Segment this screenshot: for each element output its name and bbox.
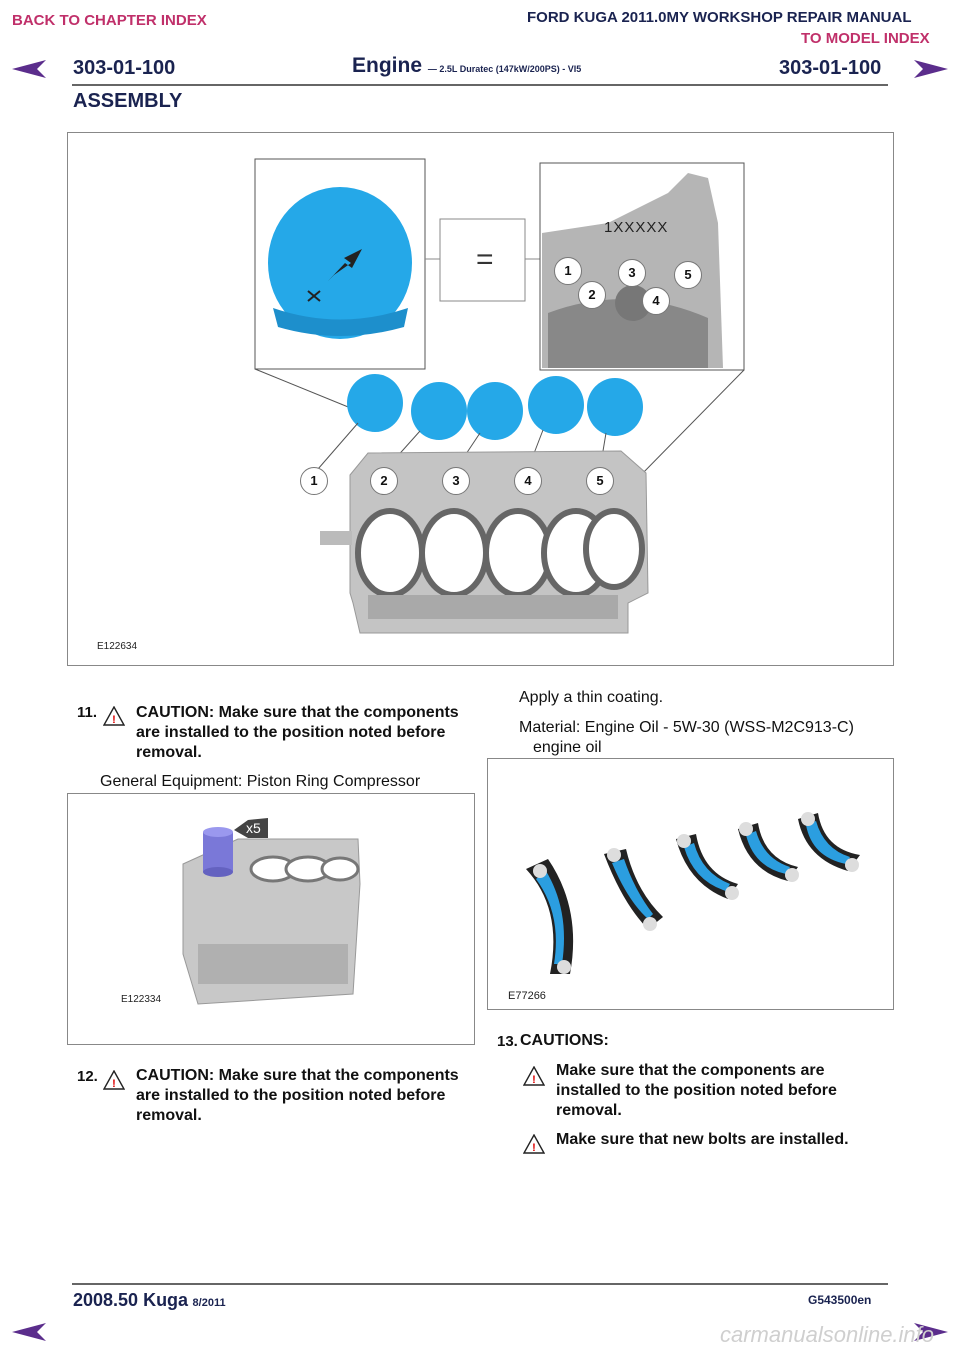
apply-coating-text: Apply a thin coating. [519, 689, 664, 706]
back-to-chapter-index-link[interactable]: BACK TO CHAPTER INDEX [12, 12, 207, 29]
figure-piston-ring-compressor: x5 E122334 [67, 793, 475, 1045]
figure-bearing-caps: E77266 [487, 758, 894, 1010]
piston-diagram [254, 158, 745, 634]
caution-warning-icon: ! [103, 1070, 125, 1090]
engine-block-illustration [320, 450, 649, 634]
front-arrow-icon [328, 249, 362, 281]
compressor-diagram [182, 818, 361, 1005]
quantity-label: x5 [246, 820, 261, 836]
callout-bottom-3: 3 [442, 467, 470, 495]
callout-top-3: 3 [618, 259, 646, 287]
callout-top-2: 2 [578, 281, 606, 309]
step-12-caution: CAUTION: Make sure that the components a… [136, 1067, 459, 1124]
figure-code: E77266 [508, 990, 546, 1002]
watermark: carmanualsonline.info [720, 1322, 935, 1347]
step-13-caution-2: Make sure that new bolts are installed. [556, 1131, 849, 1148]
callout-top-1: 1 [554, 257, 582, 285]
header-rule [72, 84, 888, 86]
material-line-2: engine oil [533, 739, 602, 756]
manual-title: FORD KUGA 2011.0MY WORKSHOP REPAIR MANUA… [527, 9, 912, 26]
quantity-arrow-icon [234, 818, 268, 838]
figure-piston-positions: = 1XXXXX 1 3 5 2 4 1 2 3 4 5 E122634 [67, 132, 894, 666]
callout-top-5: 5 [674, 261, 702, 289]
previous-page-arrow-icon[interactable] [10, 1321, 48, 1343]
page-title: Engine — 2.5L Duratec (147kW/200PS) - VI… [352, 54, 581, 78]
bearing-cap-4 [738, 822, 799, 882]
section-heading: ASSEMBLY [73, 90, 183, 112]
svg-text:!: ! [112, 714, 116, 726]
footer-model-text: 2008.50 Kuga [73, 1290, 189, 1310]
section-number-right: 303-01-100 [779, 57, 882, 79]
block-code-label: 1XXXXX [604, 219, 669, 236]
footer-rule [72, 1283, 888, 1285]
caution-warning-icon: ! [523, 1066, 545, 1086]
bearing-cap-5 [798, 812, 860, 872]
step-number-11: 11. [77, 704, 98, 721]
piston-crown-large [268, 187, 412, 339]
page-title-text: Engine [352, 54, 423, 77]
step-13-heading: CAUTIONS: [520, 1032, 609, 1049]
figure-code: E122634 [97, 641, 138, 652]
bearing-caps-diagram [526, 812, 860, 974]
previous-page-arrow-icon[interactable] [10, 58, 48, 80]
figure-code: E122334 [121, 994, 162, 1005]
footer-doc-code: G543500en [808, 1293, 872, 1307]
bearing-cap-1 [526, 859, 574, 974]
next-page-arrow-icon[interactable] [912, 58, 950, 80]
callout-bottom-1: 1 [300, 467, 328, 495]
step-number-13: 13. [497, 1033, 518, 1050]
callout-top-4: 4 [642, 287, 670, 315]
section-number-left: 303-01-100 [73, 57, 176, 79]
svg-text:!: ! [532, 1074, 536, 1086]
page-subtitle: — 2.5L Duratec (147kW/200PS) - VI5 [427, 64, 582, 74]
bearing-cap-3 [676, 834, 739, 900]
equals-box [439, 218, 526, 302]
bearing-cap-2 [604, 848, 663, 931]
footer-model: 2008.50 Kuga 8/2011 [73, 1290, 226, 1311]
callout-bottom-4: 4 [514, 467, 542, 495]
callout-bottom-2: 2 [370, 467, 398, 495]
to-model-index-link[interactable]: TO MODEL INDEX [801, 30, 930, 47]
step-number-12: 12. [77, 1068, 98, 1085]
caution-warning-icon: ! [103, 706, 125, 726]
equals-sign: = [476, 243, 494, 276]
step-13-caution-1: Make sure that the components are instal… [556, 1062, 837, 1119]
step-11-equipment: General Equipment: Piston Ring Compresso… [100, 773, 421, 790]
footer-date: 8/2011 [192, 1297, 226, 1309]
step-11-caution: CAUTION: Make sure that the components a… [136, 704, 459, 761]
svg-text:!: ! [532, 1142, 536, 1154]
small-pistons [347, 374, 643, 440]
next-page-arrow-icon[interactable] [912, 1321, 950, 1343]
caution-warning-icon: ! [523, 1134, 545, 1154]
callout-bottom-5: 5 [586, 467, 614, 495]
svg-text:!: ! [112, 1078, 116, 1090]
material-line-1: Material: Engine Oil - 5W-30 (WSS-M2C913… [519, 719, 854, 736]
